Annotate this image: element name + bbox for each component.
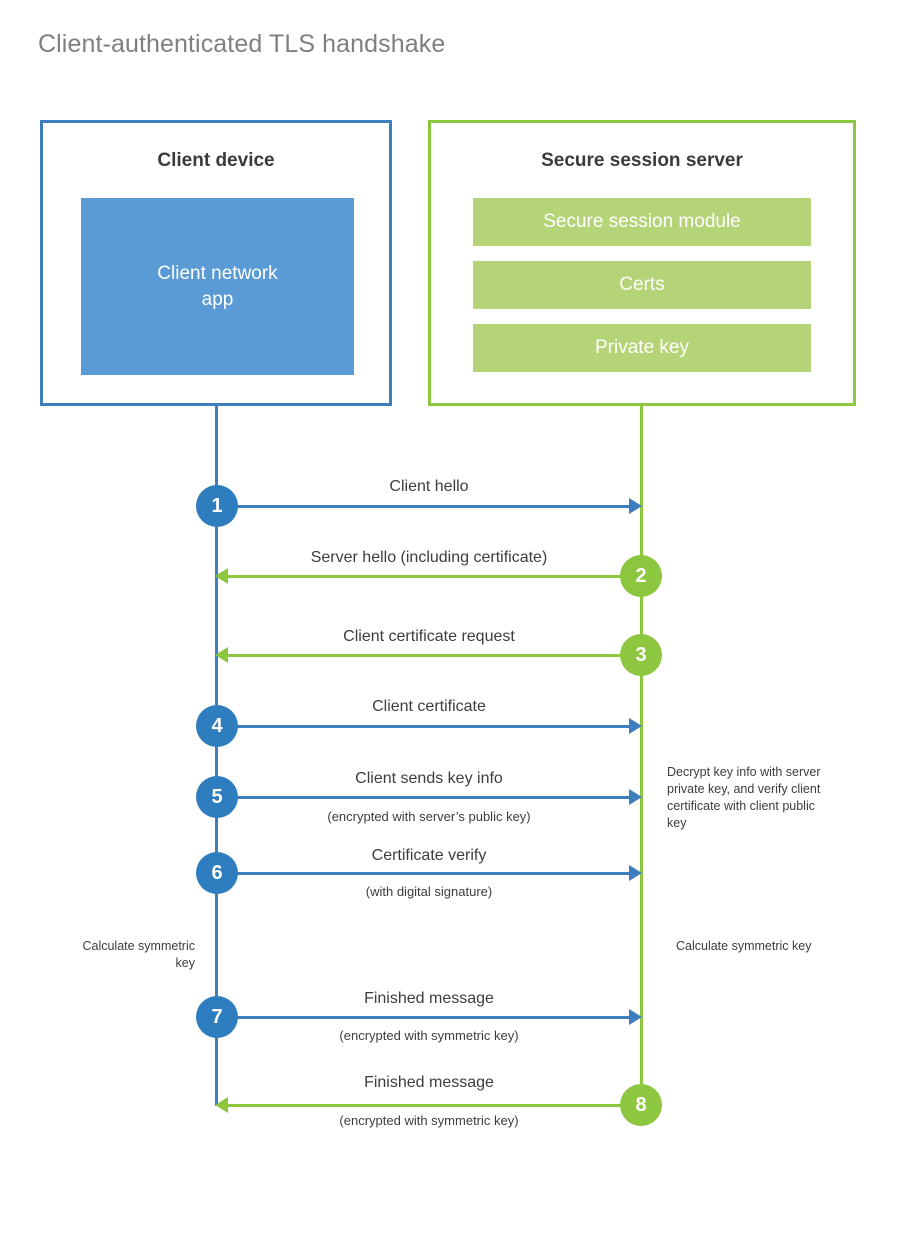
message-line-1 bbox=[217, 505, 629, 508]
step-badge-6[interactable]: 6 bbox=[196, 852, 238, 894]
message-label-7: Finished message bbox=[364, 990, 494, 1007]
step-badge-3[interactable]: 3 bbox=[620, 634, 662, 676]
message-label-5: Client sends key info bbox=[355, 770, 503, 787]
message-sublabel-6: (with digital signature) bbox=[365, 884, 493, 899]
message-label-1: Client hello bbox=[389, 478, 469, 495]
server-component-secure-session-module: Secure session module bbox=[473, 198, 811, 246]
message-line-5 bbox=[217, 796, 629, 799]
arrow-head-left-3 bbox=[215, 647, 228, 663]
arrow-head-right-1 bbox=[629, 498, 642, 514]
message-label-6: Certificate verify bbox=[371, 847, 487, 864]
message-label-8: Finished message bbox=[364, 1074, 494, 1091]
server-lifeline bbox=[640, 406, 643, 1106]
page-title: Client-authenticated TLS handshake bbox=[38, 30, 446, 58]
arrow-head-left-8 bbox=[215, 1097, 228, 1113]
arrow-head-right-4 bbox=[629, 718, 642, 734]
server-component-certs: Certs bbox=[473, 261, 811, 309]
message-sublabel-5: (encrypted with server’s public key) bbox=[327, 809, 531, 824]
arrow-head-right-5 bbox=[629, 789, 642, 805]
secure-session-server-title: Secure session server bbox=[541, 150, 743, 171]
step-badge-1[interactable]: 1 bbox=[196, 485, 238, 527]
message-line-7 bbox=[217, 1016, 629, 1019]
note-server-decrypt: Decrypt key info with server private key… bbox=[667, 765, 821, 830]
step-badge-4[interactable]: 4 bbox=[196, 705, 238, 747]
arrow-head-right-7 bbox=[629, 1009, 642, 1025]
message-line-2 bbox=[228, 575, 641, 578]
arrow-head-right-6 bbox=[629, 865, 642, 881]
note-server-calculate-symmetric-key: Calculate symmetric key bbox=[676, 939, 812, 953]
message-sublabel-7: (encrypted with symmetric key) bbox=[339, 1028, 519, 1043]
message-line-8 bbox=[228, 1104, 641, 1107]
message-line-6 bbox=[217, 872, 629, 875]
client-lifeline bbox=[215, 406, 218, 1106]
secure-session-server-box: Secure session server Secure session mod… bbox=[428, 120, 856, 406]
step-badge-8[interactable]: 8 bbox=[620, 1084, 662, 1126]
server-component-private-key: Private key bbox=[473, 324, 811, 372]
step-badge-5[interactable]: 5 bbox=[196, 776, 238, 818]
step-badge-7[interactable]: 7 bbox=[196, 996, 238, 1038]
arrow-head-left-2 bbox=[215, 568, 228, 584]
step-badge-2[interactable]: 2 bbox=[620, 555, 662, 597]
message-label-4: Client certificate bbox=[372, 698, 486, 715]
note-client-calculate-symmetric-key: Calculate symmetric key bbox=[82, 939, 195, 970]
message-label-2: Server hello (including certificate) bbox=[310, 549, 548, 566]
message-label-3: Client certificate request bbox=[343, 628, 515, 645]
message-line-4 bbox=[217, 725, 629, 728]
client-device-title: Client device bbox=[157, 150, 275, 171]
message-line-3 bbox=[228, 654, 641, 657]
message-sublabel-8: (encrypted with symmetric key) bbox=[339, 1113, 519, 1128]
